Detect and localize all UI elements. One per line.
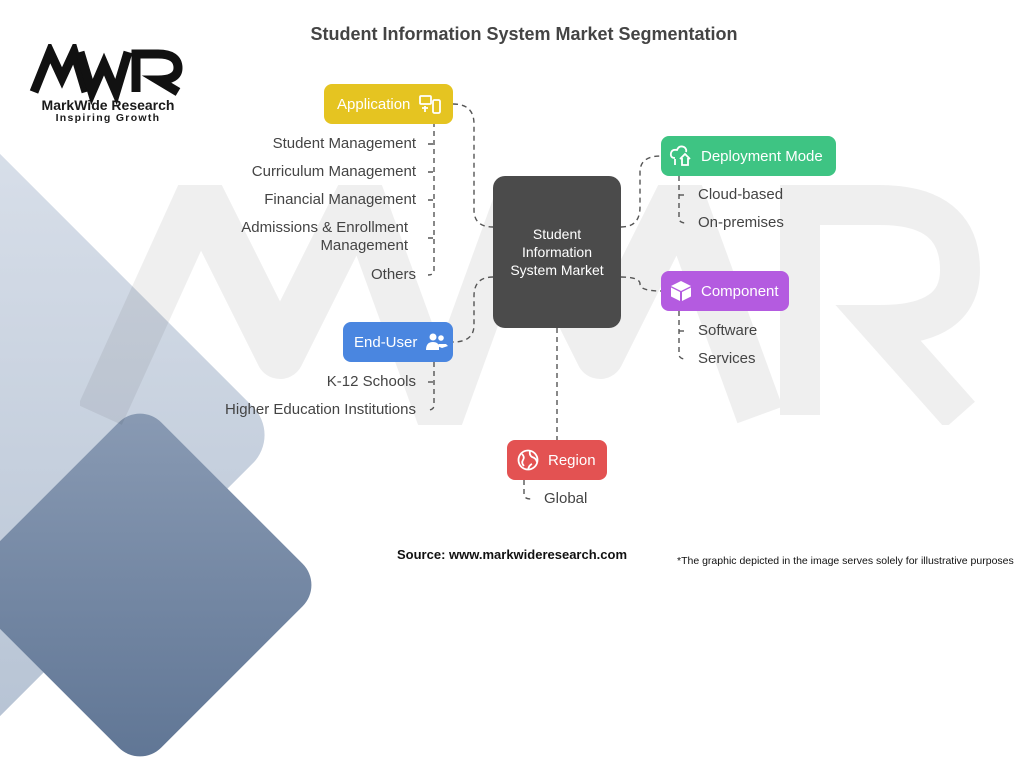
globe-icon (517, 449, 539, 471)
segment-deployment-mode: Deployment Mode (661, 136, 836, 176)
segment-label: Component (701, 282, 779, 300)
list-item: Software (698, 322, 758, 339)
list-item: Services (698, 350, 756, 367)
segment-region: Region (507, 440, 607, 480)
list-item: Admissions & Enrollment Management (241, 219, 408, 254)
list-item: Higher Education Institutions (225, 401, 416, 418)
list-item: Cloud-based (698, 186, 784, 203)
center-node-label: Student Information System Market (510, 226, 604, 278)
list-item: Curriculum Management (251, 163, 416, 180)
page-title: Student Information System Market Segmen… (310, 24, 738, 44)
source-text: Source: www.markwideresearch.com (397, 547, 628, 562)
logo-tagline: Inspiring Growth (55, 112, 161, 124)
logo-name: MarkWide Research (41, 97, 175, 113)
mwr-logo-icon (29, 44, 183, 106)
disclaimer-text: *The graphic depicted in the image serve… (677, 555, 1014, 567)
box-icon (671, 281, 691, 301)
segment-application: Application (324, 84, 453, 124)
list-item: On-premises (698, 214, 784, 231)
segment-component: Component (661, 271, 789, 311)
list-item: Student Management (272, 135, 416, 152)
list-item: Global (544, 490, 588, 507)
segment-label: Region (548, 451, 596, 469)
mwr-watermark (80, 185, 980, 425)
connector-lines (427, 103, 687, 500)
list-item: K-12 Schools (326, 373, 416, 390)
segment-label: Application (337, 95, 411, 113)
segment-label: Deployment Mode (701, 147, 823, 165)
segment-label: End-User (354, 333, 418, 351)
center-node: Student Information System Market (493, 176, 621, 328)
app-devices-icon (419, 95, 442, 114)
cloud-home-icon (669, 145, 691, 166)
list-item: Others (370, 266, 416, 283)
list-item: Financial Management (264, 191, 416, 208)
users-graduation-icon (426, 333, 449, 350)
segment-end-user: End-User (343, 322, 453, 362)
